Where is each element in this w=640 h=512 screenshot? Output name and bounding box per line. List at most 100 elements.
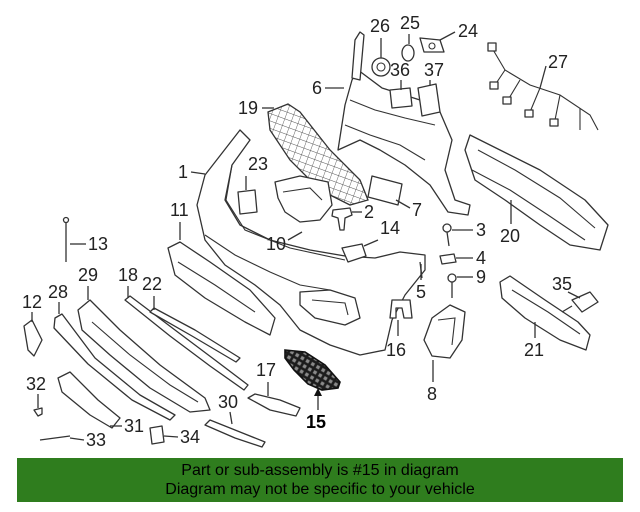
part-3-bolt[interactable] [442, 223, 452, 247]
callout-label-35: 35 [552, 274, 572, 294]
part-8-mudguard[interactable] [423, 304, 466, 359]
callout-36: 36 [390, 60, 410, 90]
part-11-impact-absorber[interactable] [167, 241, 276, 336]
callout-1: 1 [178, 162, 206, 182]
callout-label-13: 13 [88, 234, 108, 254]
callout-label-32: 32 [26, 374, 46, 394]
callout-14: 14 [363, 218, 400, 247]
part-34-clip[interactable] [149, 425, 165, 445]
callout-3: 3 [452, 220, 486, 240]
part-35-sensor[interactable] [561, 291, 599, 313]
part-15-grille-highlighted[interactable] [284, 349, 341, 391]
callout-label-14: 14 [380, 218, 400, 238]
part-36-sensor-housing[interactable] [389, 87, 413, 109]
callout-26: 26 [370, 16, 390, 58]
part-28-lower-strip[interactable] [53, 313, 176, 421]
callout-2: 2 [352, 202, 374, 222]
callout-label-11: 11 [170, 200, 189, 220]
part-21-sensor-bracket[interactable] [499, 275, 591, 351]
part-20-reinforcement-bar[interactable] [464, 134, 609, 251]
callout-7: 7 [395, 199, 422, 220]
callout-35: 35 [552, 274, 581, 299]
callout-33: 33 [69, 430, 106, 450]
part-29-lower-grille[interactable] [77, 299, 211, 413]
callout-label-20: 20 [500, 226, 520, 246]
part-13-pin[interactable] [62, 216, 70, 263]
callout-label-30: 30 [218, 392, 238, 412]
part-17-trim[interactable] [247, 393, 301, 417]
diagram-notice-banner: Part or sub-assembly is #15 in diagram D… [17, 458, 623, 502]
callout-12: 12 [22, 292, 42, 322]
part-2-clip[interactable] [331, 207, 353, 231]
callout-label-3: 3 [476, 220, 486, 240]
part-25-ring[interactable] [401, 44, 415, 62]
callout-18: 18 [118, 265, 138, 298]
callout-label-6: 6 [312, 78, 322, 98]
part-1-bumper-cover[interactable] [196, 129, 426, 356]
callout-label-37: 37 [424, 60, 444, 80]
callout-4: 4 [456, 248, 486, 268]
part-24-connector[interactable] [419, 37, 445, 53]
callout-19: 19 [238, 98, 274, 118]
part-31-license-bracket[interactable] [57, 371, 121, 429]
callout-label-27: 27 [548, 52, 568, 72]
callout-label-24: 24 [458, 21, 478, 41]
notice-disclaimer-line: Diagram may not be specific to your vehi… [165, 481, 475, 498]
callout-37: 37 [424, 60, 444, 86]
callout-11: 11 [170, 200, 189, 240]
part-7-plate[interactable] [367, 175, 403, 206]
callout-label-31: 31 [124, 416, 144, 436]
part-23-bracket[interactable] [237, 189, 258, 215]
part-37-bracket[interactable] [417, 83, 441, 117]
callout-label-12: 12 [22, 292, 42, 312]
callout-label-19: 19 [238, 98, 258, 118]
callout-label-22: 22 [142, 274, 162, 294]
part-10-air-duct[interactable] [274, 175, 333, 223]
callout-label-5: 5 [416, 282, 426, 302]
callout-27: 27 [539, 52, 568, 89]
callout-29: 29 [78, 265, 98, 300]
parts-diagram: 1 2 3 4 5 6 7 8 9 10 11 12 13 14 [22, 13, 609, 450]
part-14-cover[interactable] [341, 243, 367, 263]
callout-16: 16 [386, 320, 406, 360]
callout-label-1: 1 [178, 162, 188, 182]
callout-label-34: 34 [180, 427, 200, 447]
callout-25: 25 [400, 13, 420, 44]
callout-9: 9 [457, 267, 486, 287]
callout-label-7: 7 [412, 200, 422, 220]
part-16-clip[interactable] [389, 299, 413, 319]
part-6-upper-support[interactable] [337, 31, 471, 216]
callout-label-26: 26 [370, 16, 390, 36]
callout-label-18: 18 [118, 265, 138, 285]
callout-label-25: 25 [400, 13, 420, 33]
part-19-grille-screen[interactable] [267, 103, 369, 206]
part-33-rod[interactable] [39, 435, 71, 441]
part-9-bolt[interactable] [447, 273, 457, 298]
part-27-wiring-harness[interactable] [487, 42, 599, 131]
callout-10: 10 [266, 231, 303, 254]
part-18-trim-strip[interactable] [124, 295, 249, 391]
callout-22: 22 [142, 274, 162, 310]
callout-label-10: 10 [266, 234, 286, 254]
callout-label-29: 29 [78, 265, 98, 285]
part-12-bracket[interactable] [23, 319, 43, 357]
part-4-nut[interactable] [439, 253, 457, 265]
callout-34: 34 [163, 427, 200, 447]
callout-13: 13 [70, 234, 108, 254]
part-32-screw[interactable] [33, 407, 43, 417]
callout-30: 30 [218, 392, 238, 425]
callout-label-36: 36 [390, 60, 410, 80]
callout-label-21: 21 [524, 340, 544, 360]
callout-15-highlighted[interactable]: 15 [306, 388, 326, 432]
callout-label-28: 28 [48, 282, 68, 302]
callout-label-2: 2 [364, 202, 374, 222]
callout-17: 17 [256, 360, 276, 396]
callout-32: 32 [26, 374, 46, 408]
callout-label-17: 17 [256, 360, 276, 380]
callout-5: 5 [416, 264, 426, 302]
callout-8: 8 [427, 360, 437, 404]
callout-20: 20 [500, 200, 520, 246]
callout-label-15[interactable]: 15 [306, 412, 326, 432]
part-30-trim[interactable] [204, 419, 266, 448]
part-26-sensor[interactable] [371, 57, 391, 77]
